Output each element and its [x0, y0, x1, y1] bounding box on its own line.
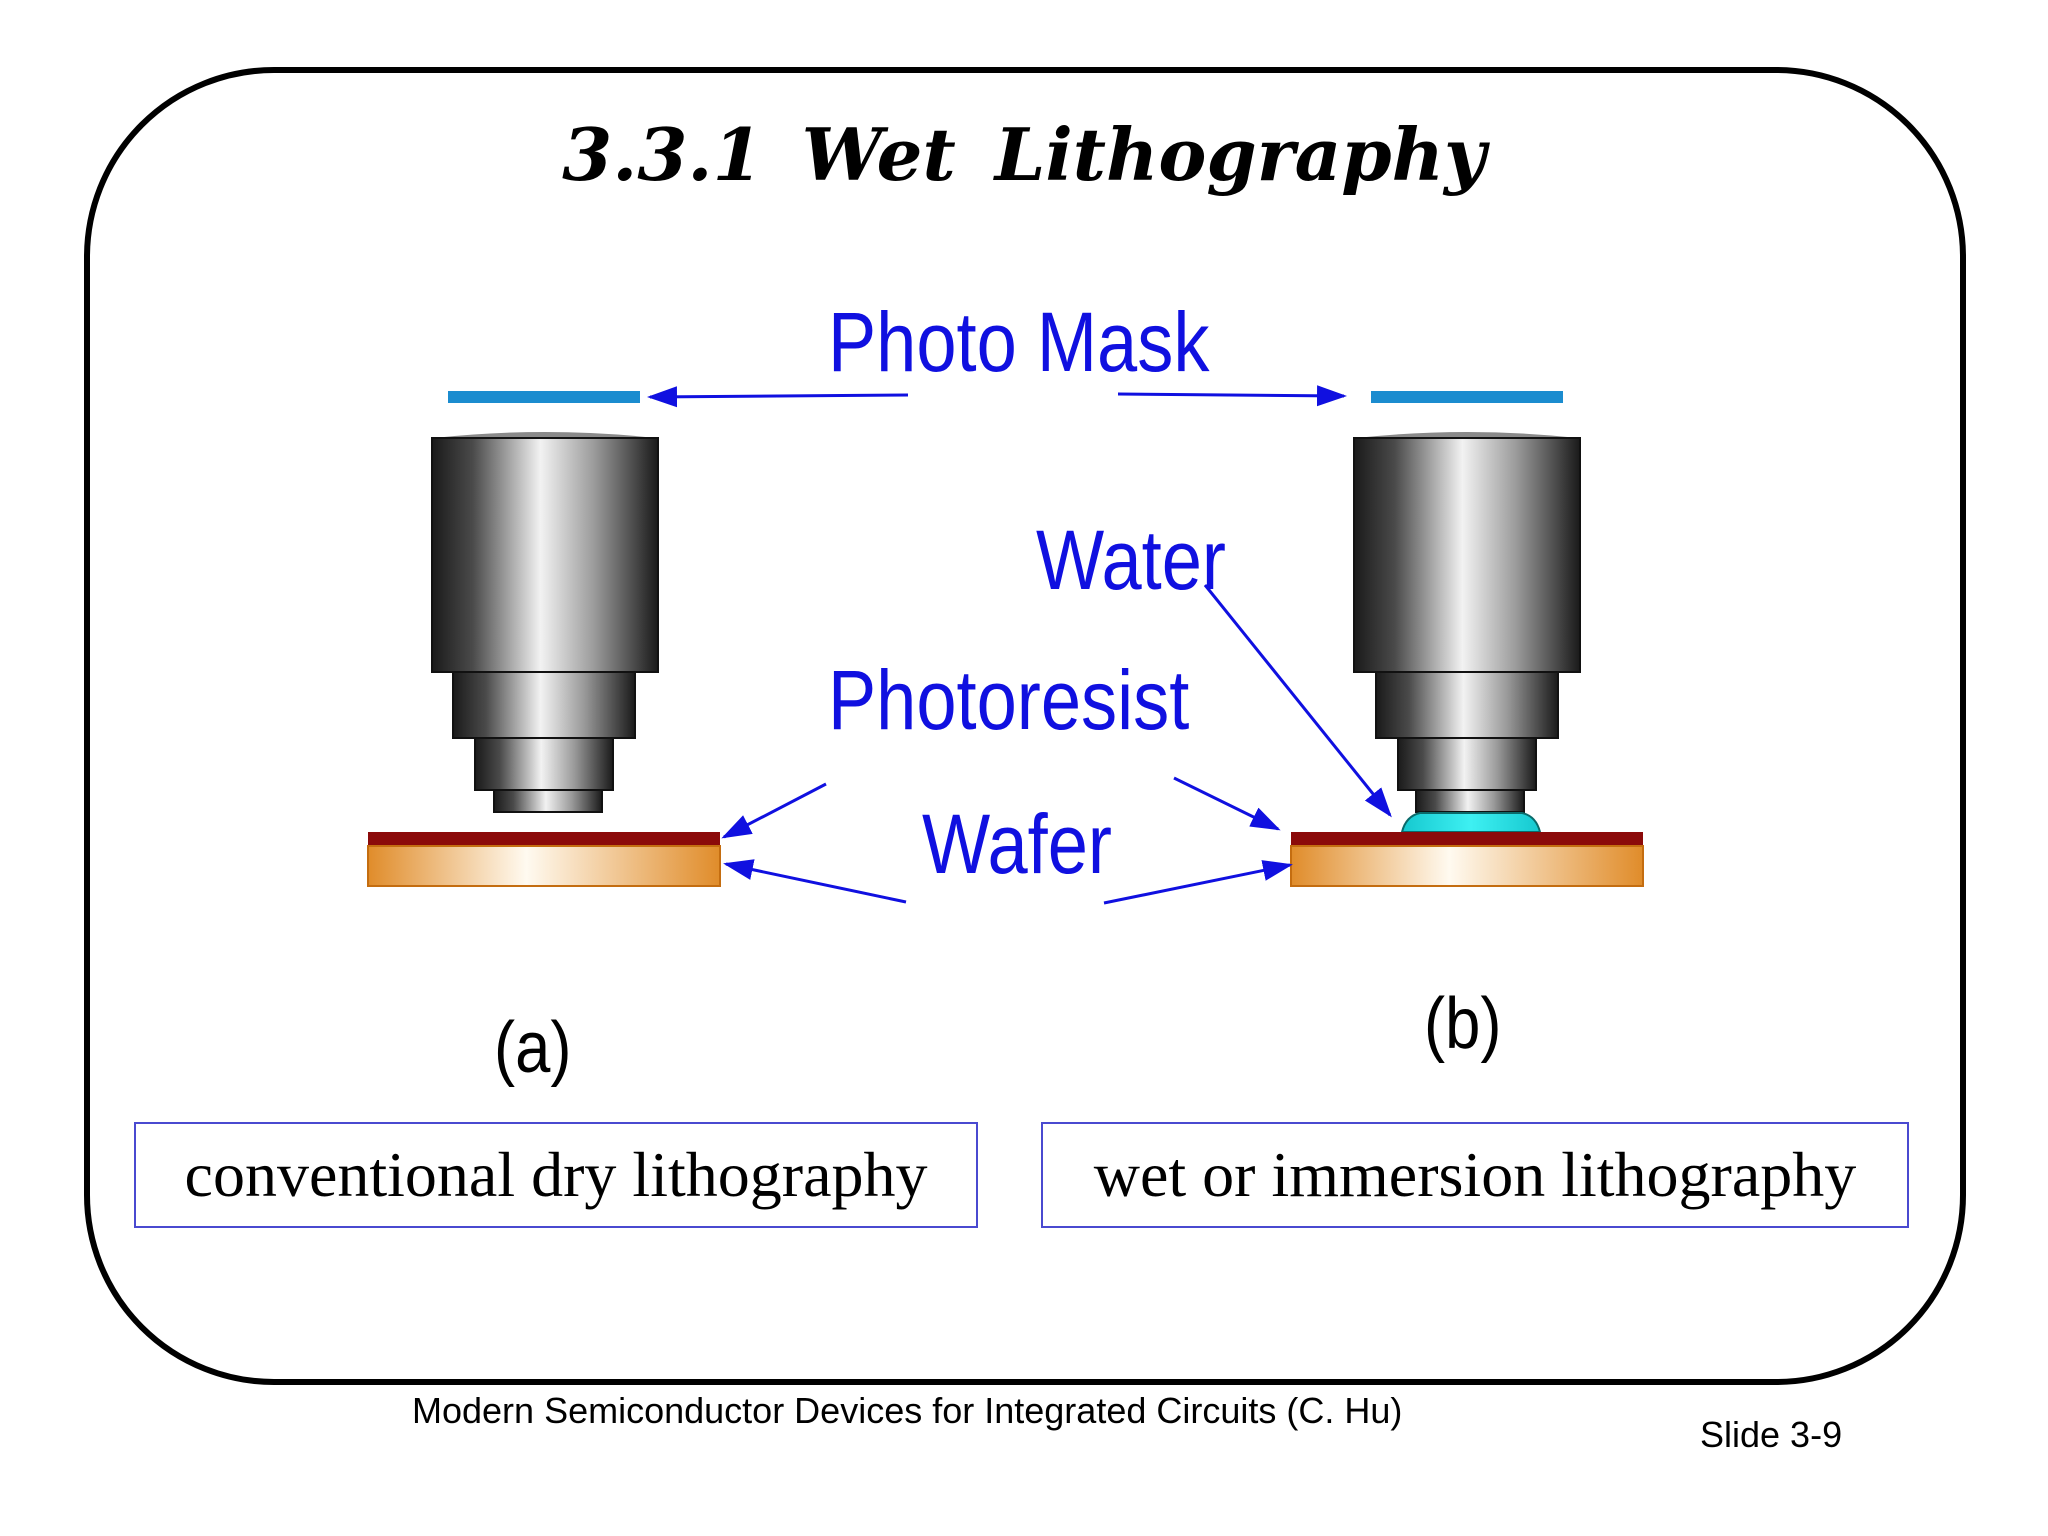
slide-frame — [84, 67, 1966, 1385]
photo-mask-icon — [448, 391, 640, 403]
photoresist-label: Photoresist — [828, 653, 1190, 747]
water-label: Water — [1036, 513, 1226, 607]
arrow-icon — [721, 782, 827, 839]
panel-a-label: (a) — [494, 1008, 572, 1088]
arrow-icon — [1103, 860, 1293, 905]
slide-number: Slide 3-9 — [1700, 1414, 1843, 1455]
photoresist-icon — [1291, 832, 1643, 846]
panel-a-caption: conventional dry lithography — [134, 1122, 978, 1228]
arrow-icon — [1203, 584, 1392, 818]
panel-a-caption-text: conventional dry lithography — [184, 1139, 928, 1210]
panel-b-label: (b) — [1424, 984, 1502, 1064]
footer-book-title: Modern Semiconductor Devices for Integra… — [412, 1390, 1403, 1431]
water-droplet-icon — [1400, 812, 1542, 833]
photoresist-icon — [368, 832, 720, 846]
objective-lens-icon — [431, 432, 659, 813]
wafer-icon — [1290, 845, 1644, 887]
panel-b-apparatus — [1290, 391, 1644, 887]
objective-lens-icon — [1353, 432, 1581, 813]
arrow-icon — [723, 859, 907, 904]
panel-a-apparatus — [367, 391, 721, 887]
wafer-label: Wafer — [922, 797, 1112, 891]
slide-title: 3.3.1 Wet Lithography — [562, 112, 1486, 197]
photo-mask-label: Photo Mask — [828, 295, 1210, 389]
arrow-icon — [1173, 776, 1281, 831]
arrow-icon — [1117, 385, 1347, 407]
photo-mask-icon — [1371, 391, 1563, 403]
arrow-icon — [647, 386, 909, 408]
panel-b-caption-text: wet or immersion lithography — [1093, 1139, 1857, 1210]
panel-b-caption: wet or immersion lithography — [1041, 1122, 1909, 1228]
wafer-icon — [367, 845, 721, 887]
